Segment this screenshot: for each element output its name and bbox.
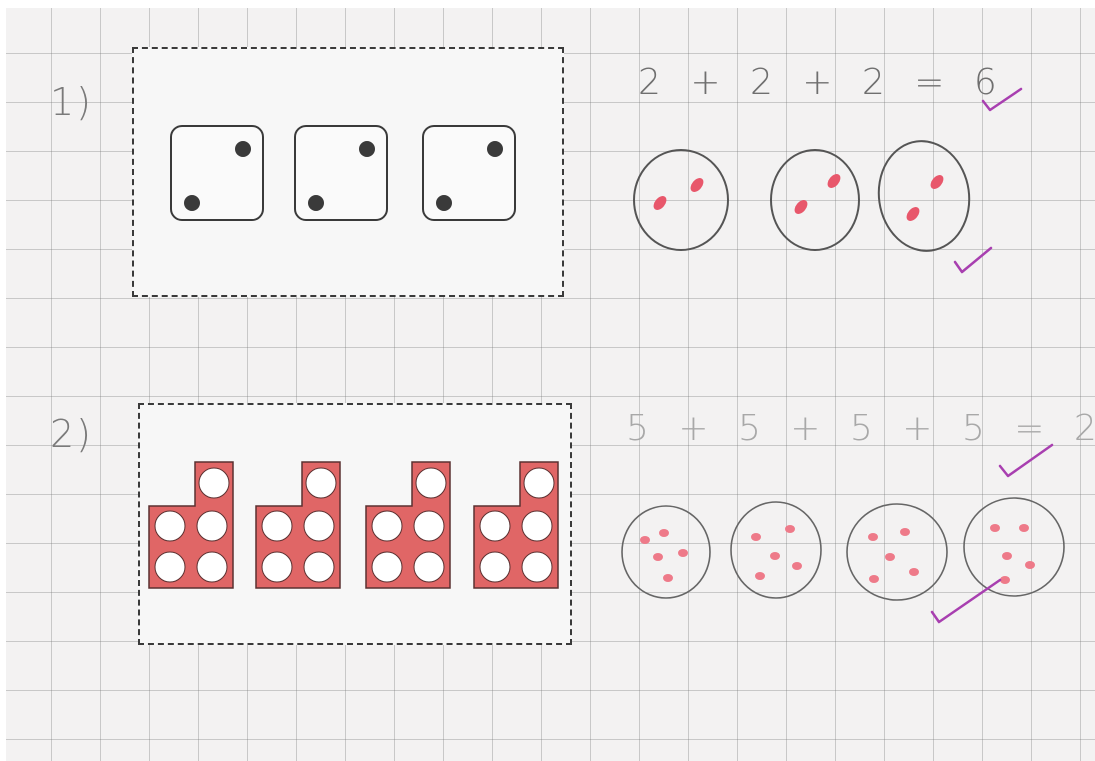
question-2-drawn-groups: [622, 498, 1064, 600]
question-1-drawn-groups: [634, 135, 976, 256]
drawn-group-circle: [847, 504, 947, 600]
drawn-group-circle: [731, 502, 821, 598]
tick-mark-icon: [955, 248, 991, 272]
tick-mark-icon: [932, 580, 1000, 622]
drawn-group-circle: [771, 150, 859, 250]
numicon-five-piece: [474, 462, 558, 588]
numicon-five-piece: [366, 462, 450, 588]
tick-mark-icon: [1000, 445, 1052, 476]
teacher-ticks: [932, 89, 1052, 622]
question-1-drawn-dots: [651, 172, 946, 224]
drawn-group-circle: [872, 135, 976, 256]
tick-mark-icon: [983, 89, 1021, 110]
question-2-drawn-dots: [640, 524, 1035, 584]
numicon-five-piece: [149, 462, 233, 588]
drawn-group-circle: [634, 150, 728, 250]
drawn-group-circle: [622, 506, 710, 598]
drawn-group-circle: [964, 498, 1064, 596]
numicon-five-piece: [256, 462, 340, 588]
